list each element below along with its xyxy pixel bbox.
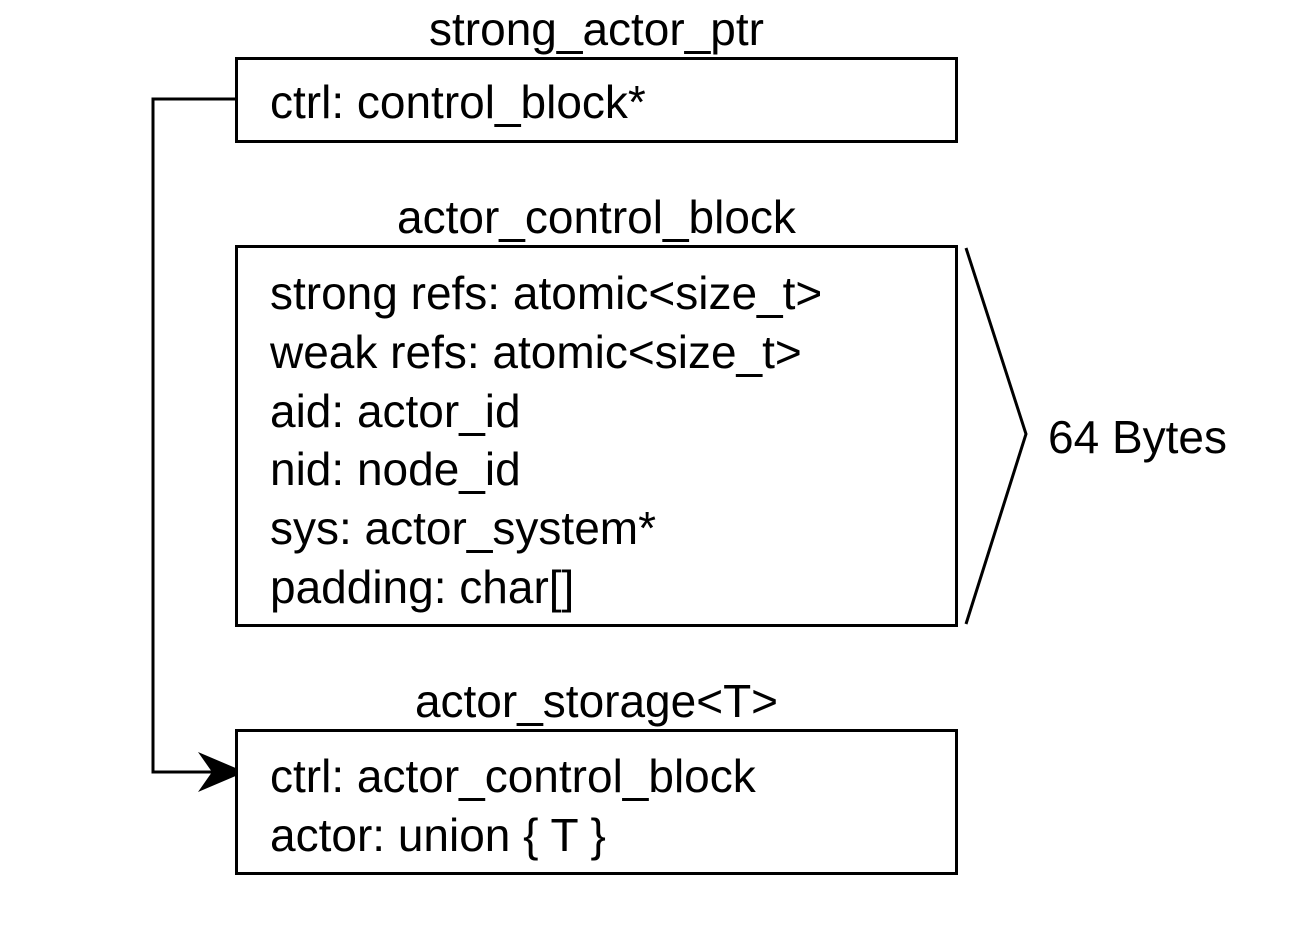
strong-actor-ptr-title: strong_actor_ptr [429,3,764,55]
strong-actor-ptr-ctrl-field: ctrl: control_block* [270,76,646,128]
size-label: 64 Bytes [1048,411,1227,463]
acb-field-padding: padding: char[] [270,561,575,613]
actor-storage-box: ctrl: actor_control_block actor: union {… [235,729,958,875]
actor-storage-title: actor_storage<T> [414,675,779,727]
acb-field-aid: aid: actor_id [270,385,521,437]
actor-control-block-box: strong refs: atomic<size_t> weak refs: a… [235,245,958,627]
acb-field-weak-refs: weak refs: atomic<size_t> [270,326,802,378]
acb-field-nid: nid: node_id [270,443,521,495]
actor-storage-ctrl-field: ctrl: actor_control_block [270,750,756,802]
acb-field-sys: sys: actor_system* [270,502,656,554]
strong-actor-ptr-box: ctrl: control_block* [235,57,958,143]
actor-control-block-title: actor_control_block [397,191,796,243]
pointer-line [151,97,247,774]
size-bracket [964,247,1028,625]
acb-field-strong-refs: strong refs: atomic<size_t> [270,267,823,319]
actor-storage-actor-field: actor: union { T } [270,809,606,861]
pointer-arrowhead-icon [198,752,245,792]
